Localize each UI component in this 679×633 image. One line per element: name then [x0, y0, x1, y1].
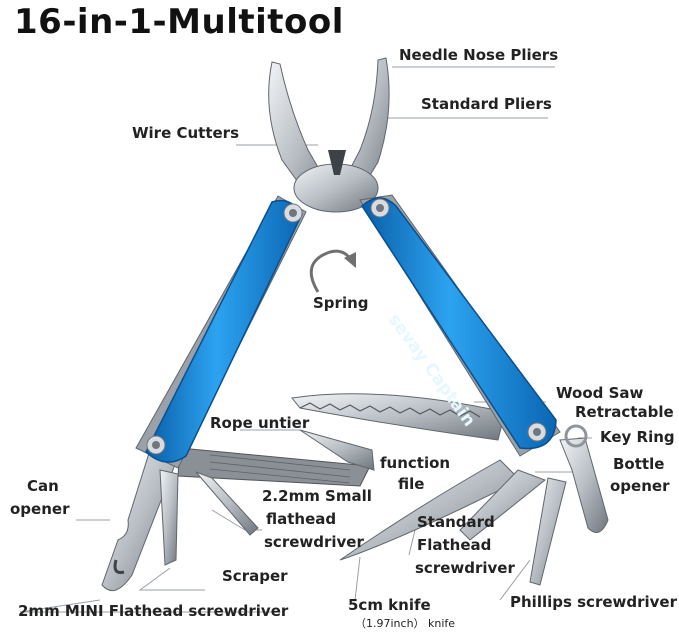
label-standard-flathead-line3: screwdriver — [415, 559, 515, 577]
label-wood-saw: Wood Saw — [556, 384, 644, 402]
label-can: Can — [27, 477, 59, 495]
label-5cm-knife: 5cm knife — [348, 596, 431, 614]
label-can-opener: opener — [10, 500, 70, 518]
label-standard-pliers: Standard Pliers — [421, 95, 552, 113]
right-handle — [359, 194, 561, 457]
label-mini-flathead-screwdriver: 2mm MINI Flathead screwdriver — [18, 602, 289, 620]
label-function: function — [380, 454, 451, 472]
label-knife-inches: （1.97inch） knife — [355, 617, 456, 630]
page-title: 16-in-1-Multitool — [14, 2, 344, 42]
label-wire-cutters: Wire Cutters — [132, 124, 240, 142]
label-phillips-screwdriver: Phillips screwdriver — [510, 593, 677, 611]
leader-lines — [19, 66, 592, 613]
label-needle-nose-pliers: Needle Nose Pliers — [399, 46, 559, 64]
label-small-flathead-line2: flathead — [266, 510, 337, 528]
left-handle — [135, 195, 307, 469]
label-spring: Spring — [313, 294, 369, 312]
label-small-flathead-line1: 2.2mm Small — [262, 487, 372, 505]
label-file: file — [398, 475, 425, 493]
plier-jaws — [268, 57, 390, 213]
label-retractable: Retractable — [575, 403, 674, 421]
label-rope-untier: Rope untier — [210, 414, 310, 432]
label-standard-flathead-line1: Standard — [417, 513, 495, 531]
label-small-flathead-line3: screwdriver — [264, 533, 364, 551]
label-bottle: Bottle — [613, 455, 665, 473]
tool-blades — [101, 393, 609, 592]
label-scraper: Scraper — [222, 567, 288, 585]
label-bottle-opener: opener — [610, 477, 670, 495]
label-key-ring: Key Ring — [600, 428, 675, 446]
spring-arrow-icon — [309, 249, 356, 293]
label-standard-flathead-line2: Flathead — [417, 536, 492, 554]
